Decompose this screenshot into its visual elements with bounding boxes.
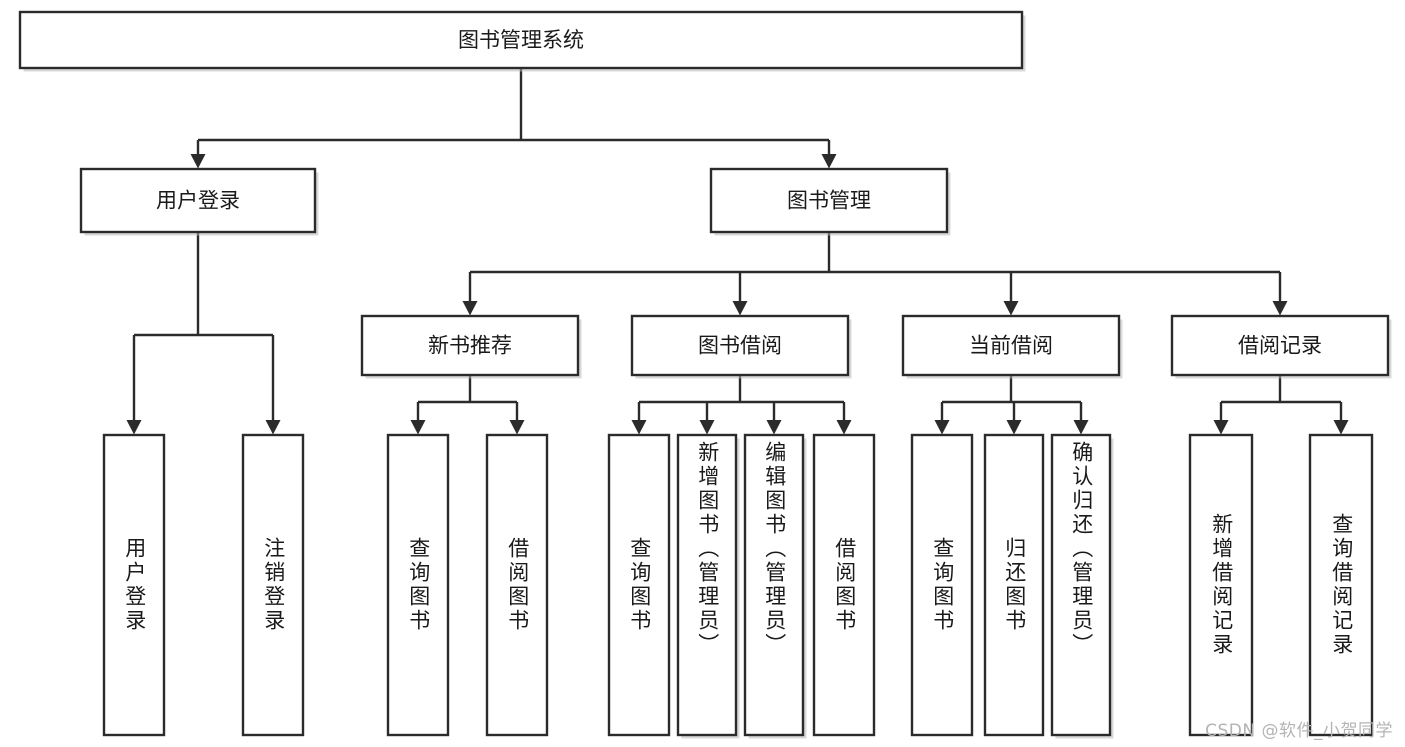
arrow-head-icon: [1006, 420, 1022, 435]
connector-group-book-manage: [462, 232, 1288, 316]
arrow-head-icon: [265, 420, 281, 435]
node-label-root: 图书管理系统: [458, 28, 584, 52]
node-box-leaf-confirm-return[interactable]: [1050, 433, 1112, 737]
node-box-leaf-query-book-2[interactable]: [607, 433, 671, 737]
node-box-new-book-rec[interactable]: [360, 314, 580, 377]
node-box-user-login[interactable]: [79, 167, 317, 234]
connector-group-borrow-record: [1213, 375, 1349, 435]
node-box-leaf-query-record[interactable]: [1308, 433, 1374, 737]
arrow-head-icon: [1003, 301, 1019, 316]
node-box-book-borrow[interactable]: [630, 314, 850, 377]
arrow-head-icon: [1073, 420, 1089, 435]
node-box-leaf-borrow-book-2[interactable]: [812, 433, 876, 737]
connector-group-root: [190, 68, 837, 169]
node-box-leaf-user-login[interactable]: [102, 433, 166, 737]
arrow-head-icon: [631, 420, 647, 435]
connector-group-user-login: [126, 232, 281, 435]
arrow-head-icon: [1272, 301, 1288, 316]
node-label-current-borrow: 当前借阅: [969, 334, 1053, 358]
node-box-leaf-query-book-1[interactable]: [386, 433, 450, 737]
node-box-current-borrow[interactable]: [901, 314, 1121, 377]
node-label-borrow-record: 借阅记录: [1238, 334, 1322, 358]
node-label-new-book-rec: 新书推荐: [428, 334, 512, 358]
arrow-head-icon: [766, 420, 782, 435]
node-box-layer: [18, 10, 1392, 739]
node-box-book-manage[interactable]: [709, 167, 949, 234]
csdn-watermark: CSDN @软件_小贺同学: [1205, 721, 1393, 741]
arrow-head-icon: [1213, 420, 1229, 435]
node-box-leaf-borrow-book-1[interactable]: [485, 433, 549, 737]
node-box-leaf-logout[interactable]: [241, 433, 305, 737]
arrow-head-icon: [509, 420, 525, 435]
node-box-borrow-record[interactable]: [1170, 314, 1390, 377]
arrow-head-icon: [732, 301, 748, 316]
arrow-head-icon: [699, 420, 715, 435]
arrow-head-icon: [126, 420, 142, 435]
arrow-head-icon: [1333, 420, 1349, 435]
node-box-root[interactable]: [18, 10, 1024, 70]
arrow-head-icon: [934, 420, 950, 435]
connector-group-new-book-rec: [410, 375, 525, 435]
arrow-head-icon: [836, 420, 852, 435]
arrow-head-icon: [462, 301, 478, 316]
node-box-leaf-add-record[interactable]: [1188, 433, 1254, 737]
node-box-leaf-add-book[interactable]: [676, 433, 738, 737]
node-box-leaf-query-book-3[interactable]: [910, 433, 974, 737]
node-label-user-login: 用户登录: [156, 189, 240, 213]
node-box-leaf-return-book[interactable]: [983, 433, 1045, 737]
arrow-head-icon: [190, 154, 206, 169]
node-box-leaf-edit-book[interactable]: [743, 433, 805, 737]
node-label-book-manage: 图书管理: [787, 189, 871, 213]
arrow-head-icon: [410, 420, 426, 435]
node-label-book-borrow: 图书借阅: [698, 334, 782, 358]
connector-group-current-borrow: [934, 375, 1089, 435]
connector-layer: [126, 68, 1349, 435]
connector-group-book-borrow: [631, 375, 852, 435]
arrow-head-icon: [821, 154, 837, 169]
